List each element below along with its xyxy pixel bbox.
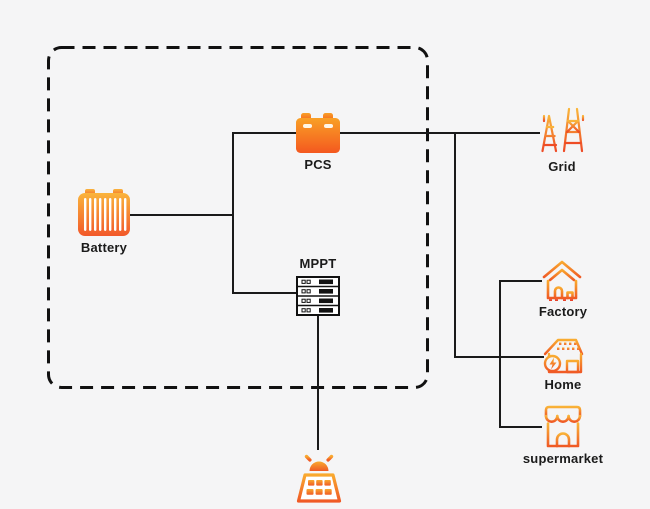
node-solar (295, 448, 343, 504)
pcs-unit-icon (296, 113, 340, 153)
node-pcs (296, 113, 340, 153)
edge-mppt-solar (317, 314, 319, 450)
solar-panel-icon (296, 449, 342, 503)
mppt-label: MPPT (299, 256, 337, 271)
node-battery (76, 189, 132, 237)
battery-icon (78, 189, 130, 236)
factory-label: Factory (538, 304, 588, 319)
transmission-tower-icon (538, 102, 588, 153)
supermarket-label: supermarket (522, 451, 604, 466)
edge-junction-mppt (232, 292, 298, 294)
node-grid (536, 102, 588, 154)
edge-branch-vertical (454, 132, 456, 358)
battery-label: Battery (80, 240, 128, 255)
server-rack-icon (296, 276, 340, 316)
system-boundary (47, 46, 429, 389)
edge-loads-supermarket (499, 426, 542, 428)
home-label: Home (544, 377, 582, 392)
solar-home-icon (543, 338, 584, 374)
edge-loads-vertical (499, 280, 501, 428)
edge-pcs-grid (339, 132, 540, 134)
node-factory (541, 259, 583, 301)
node-mppt (296, 276, 340, 316)
edge-junction-vertical (232, 132, 234, 294)
storefront-icon (544, 405, 582, 448)
edge-battery-junction (130, 214, 233, 216)
factory-icon (542, 260, 582, 301)
node-home (541, 337, 585, 377)
pcs-label: PCS (304, 157, 332, 172)
edge-loads-factory (499, 280, 542, 282)
edge-junction-pcs (232, 132, 298, 134)
grid-label: Grid (548, 159, 576, 174)
node-supermarket (543, 405, 583, 449)
